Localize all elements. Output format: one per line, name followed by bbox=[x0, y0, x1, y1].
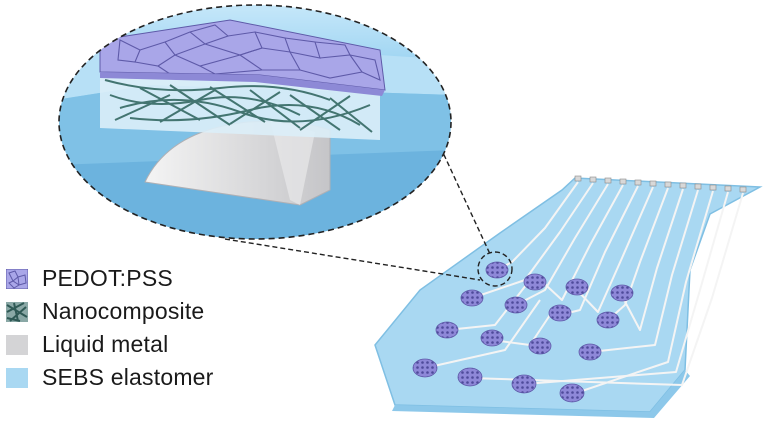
legend: PEDOT:PSS Nanocomposite Liquid metal SEB… bbox=[6, 262, 214, 394]
legend-label-sebs-elastomer: SEBS elastomer bbox=[42, 364, 214, 390]
sebs-substrate bbox=[374, 177, 763, 413]
legend-item-sebs-elastomer: SEBS elastomer bbox=[6, 361, 214, 394]
zoom-inset-border bbox=[58, 4, 452, 240]
legend-item-pedot-pss: PEDOT:PSS bbox=[6, 262, 214, 295]
liquid-metal-traces bbox=[424, 181, 744, 396]
zoom-inset bbox=[59, 5, 451, 239]
legend-item-liquid-metal: Liquid metal bbox=[6, 328, 214, 361]
pedot-pss-swatch-icon bbox=[6, 268, 28, 289]
connector-pads bbox=[574, 175, 747, 193]
zoom-source-marker bbox=[477, 251, 513, 287]
legend-label-nanocomposite: Nanocomposite bbox=[42, 298, 205, 324]
pedot-electrodes bbox=[412, 261, 634, 403]
legend-label-liquid-metal: Liquid metal bbox=[42, 331, 169, 357]
legend-label-pedot-pss: PEDOT:PSS bbox=[42, 265, 173, 291]
liquid-metal-swatch-icon bbox=[6, 334, 28, 355]
nanocomposite-swatch-icon bbox=[6, 301, 28, 322]
sebs-elastomer-swatch-icon bbox=[6, 367, 28, 388]
legend-item-nanocomposite: Nanocomposite bbox=[6, 295, 214, 328]
